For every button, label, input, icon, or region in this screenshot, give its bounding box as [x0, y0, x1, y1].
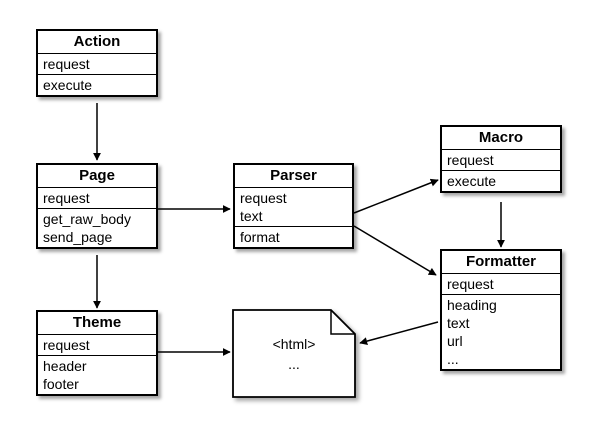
parser-attribute: request — [240, 190, 287, 206]
macro-attributes-section: request — [442, 150, 560, 171]
action-attributes-section: request — [38, 54, 156, 75]
theme-methods-section: header footer — [38, 356, 156, 394]
page-title: Page — [38, 165, 156, 188]
theme-attribute: request — [43, 337, 90, 353]
formatter-class-box: Formatter request heading text url ... — [440, 249, 562, 371]
formatter-method: ... — [447, 351, 459, 367]
theme-method: header — [43, 358, 87, 374]
action-class-box: Action request execute — [36, 29, 158, 97]
formatter-method: text — [447, 315, 470, 331]
page-attribute: request — [43, 190, 90, 206]
formatter-title: Formatter — [442, 251, 560, 274]
page-methods-section: get_raw_body send_page — [38, 209, 156, 247]
parser-title: Parser — [235, 165, 352, 188]
parser-attribute: text — [240, 208, 263, 224]
html-tag-text: <html> — [272, 336, 316, 352]
formatter-attributes-section: request — [442, 274, 560, 295]
action-title: Action — [38, 31, 156, 54]
action-methods-section: execute — [38, 75, 156, 95]
formatter-attribute: request — [447, 276, 494, 292]
theme-attributes-section: request — [38, 335, 156, 356]
page-method: send_page — [43, 229, 113, 245]
macro-method: execute — [447, 173, 497, 189]
action-attribute: request — [43, 56, 90, 72]
parser-methods-section: format — [235, 227, 352, 247]
html-ellipsis-text: ... — [288, 356, 300, 372]
formatter-methods-section: heading text url ... — [442, 295, 560, 369]
theme-title: Theme — [38, 312, 156, 335]
parser-attributes-section: request text — [235, 188, 352, 227]
theme-method: footer — [43, 376, 79, 392]
macro-attribute: request — [447, 152, 494, 168]
html-document-label: <html> ... — [233, 310, 355, 397]
html-document-shape — [232, 309, 356, 398]
formatter-method: heading — [447, 297, 497, 313]
page-class-box: Page request get_raw_body send_page — [36, 163, 158, 249]
parser-method: format — [240, 229, 280, 245]
page-method: get_raw_body — [43, 211, 131, 227]
parser-class-box: Parser request text format — [233, 163, 354, 249]
theme-class-box: Theme request header footer — [36, 310, 158, 396]
formatter-method: url — [447, 333, 463, 349]
macro-methods-section: execute — [442, 171, 560, 191]
arrow-parser-to-formatter — [353, 225, 437, 276]
macro-class-box: Macro request execute — [440, 125, 562, 193]
macro-title: Macro — [442, 127, 560, 150]
page-attributes-section: request — [38, 188, 156, 209]
arrow-formatter-to-html — [359, 321, 439, 345]
arrow-parser-to-macro — [353, 178, 439, 214]
action-method: execute — [43, 77, 93, 93]
